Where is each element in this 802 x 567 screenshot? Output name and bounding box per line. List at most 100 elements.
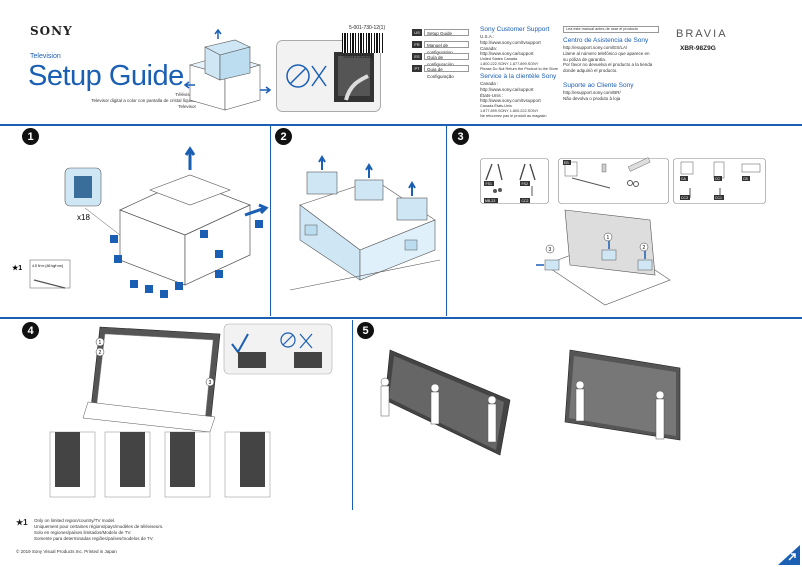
part-label: CA xyxy=(681,177,687,181)
page-title: Setup Guide xyxy=(28,60,184,92)
language-code: US xyxy=(412,29,422,36)
support-line: Por favor no devuelva el producto a la t… xyxy=(563,62,653,68)
support-link[interactable]: http://esupport.sony.com/ES/LA/ xyxy=(563,45,628,50)
callout: 3 xyxy=(209,380,212,386)
section-divider xyxy=(0,317,802,319)
footnote: Only on limited region/country/TV model.… xyxy=(34,518,163,542)
support-read-note: Lea este manual antes de usar el product… xyxy=(563,26,659,33)
support-heading: Service à la clientèle Sony xyxy=(480,73,557,80)
support-link[interactable]: http://esupport.sony.com/BR/ xyxy=(563,90,621,95)
callout: 2 xyxy=(99,350,102,356)
part-label: FS2 xyxy=(522,182,528,186)
barcode-number: 5001733120 xyxy=(343,54,374,60)
support-phone-header: United States Canada xyxy=(480,57,518,62)
part-label: MB-23 xyxy=(485,199,495,203)
callout: 2 xyxy=(643,245,646,251)
support-line: Canada : xyxy=(480,81,499,86)
support-line: Llame al número telefónico que aparece e… xyxy=(563,50,650,56)
step-4-illustration: 1 2 3 xyxy=(49,323,333,498)
support-link[interactable]: http://www.sony.com/tvsupport xyxy=(480,98,541,104)
support-line: États-Unis : xyxy=(480,92,504,98)
part-label: CC1 xyxy=(715,196,722,200)
callout: 1 xyxy=(607,235,610,241)
star-note: ★1 xyxy=(12,264,22,272)
support-note: Please Do Not Return the Product to the … xyxy=(480,67,559,72)
product-line: Televisor xyxy=(178,104,196,109)
product-line: Téléviseur xyxy=(175,92,196,97)
callout: 3 xyxy=(549,247,552,253)
part-label: CC xyxy=(715,177,721,181)
support-pt: Suporte ao Cliente Sony http://esupport.… xyxy=(563,82,659,102)
support-note: Ne retournez pas le produit au magasin xyxy=(480,114,547,119)
footnote-line: Somente para determinadas regiões/países… xyxy=(34,536,154,541)
step-2-number: 2 xyxy=(275,128,292,145)
copyright: © 2019 Sony Visual Products Inc. Printed… xyxy=(16,549,117,554)
support-heading: Suporte ao Cliente Sony xyxy=(563,82,634,89)
part-label: EB xyxy=(564,161,569,165)
step-3-parts-illustration: FS1 FS2 MB-23 CC2 EB CA CC CB CC3 CC1 xyxy=(480,157,766,204)
clip-count-label: x18 xyxy=(77,213,90,222)
callout: 1 xyxy=(99,340,102,346)
support-line: U.S.A.: xyxy=(480,34,495,39)
part-label: FS1 xyxy=(486,182,492,186)
language-code: FR xyxy=(412,41,422,48)
step-5-number: 5 xyxy=(357,322,374,339)
footnote-line: Only on limited region/country/TV model. xyxy=(34,518,116,523)
language-row: FR Manuel de configuration xyxy=(412,40,469,55)
support-link[interactable]: http://www.sony.ca/support xyxy=(480,86,534,92)
support-heading: Centro de Asistencia de Sony xyxy=(563,37,649,44)
footnote-marker: ★1 xyxy=(16,518,28,527)
language-label: Setup Guide xyxy=(424,29,469,36)
header-carton-illustration xyxy=(183,28,272,111)
support-fr: Service à la clientèle Sony Canada : htt… xyxy=(480,73,560,119)
language-label: Manuel de configuration xyxy=(424,41,469,55)
part-label: CC2 xyxy=(522,199,529,203)
column-divider xyxy=(352,320,353,510)
language-index: US Setup Guide FR Manuel de configuratio… xyxy=(412,28,469,79)
language-label: Guía de configuración xyxy=(424,53,469,67)
language-row: ES Guía de configuración xyxy=(412,52,469,67)
step-1-number: 1 xyxy=(22,128,39,145)
support-us: Sony Customer Support U.S.A.: http://www… xyxy=(480,26,560,72)
language-code: PT xyxy=(412,65,422,72)
sony-logo: SONY xyxy=(30,24,73,38)
language-row: PT Guia de Configuração xyxy=(412,64,469,79)
support-es: Lea este manual antes de usar el product… xyxy=(563,26,659,74)
product-line: Televisor digital a color con pantalla d… xyxy=(91,98,196,103)
barcode xyxy=(342,33,384,53)
support-phone: 1.800.222.SONY 1.877.899.SONY xyxy=(480,62,539,67)
footnote-line: Uniquement pour certaines régions/pays/m… xyxy=(34,524,164,529)
support-link[interactable]: http://www.sony.com/tvsupport xyxy=(480,39,541,45)
step-4-number: 4 xyxy=(22,322,39,339)
section-divider xyxy=(0,124,802,126)
support-line: Canada: xyxy=(480,45,498,51)
no-lift-warning-illustration xyxy=(276,40,381,112)
support-heading: Sony Customer Support xyxy=(480,26,550,33)
column-divider xyxy=(446,126,447,316)
support-phone: 1.877.899.SONY 1.800.222.SONY xyxy=(480,109,539,114)
product-category: Television xyxy=(30,53,61,60)
part-label: CB xyxy=(743,177,749,181)
support-link[interactable]: http://www.sony.ca/support xyxy=(480,51,534,57)
bravia-brand: BRAVIA xyxy=(676,28,728,40)
step-3-number: 3 xyxy=(452,128,469,145)
product-lines: Téléviseur Televisor digital a color con… xyxy=(60,92,196,110)
column-divider xyxy=(270,126,271,316)
document-number: 5-001-730-12(1) xyxy=(349,25,386,31)
screw-torque-label: 4.5 N·m {46 kgf·cm} xyxy=(32,264,64,268)
support-line: donde adquirió el producto. xyxy=(563,68,618,74)
support-phone-header: Canada États-Unis xyxy=(480,104,512,109)
page-turn-arrow-icon[interactable] xyxy=(778,545,800,565)
step-2-illustration xyxy=(289,155,441,291)
language-row: US Setup Guide xyxy=(412,28,469,37)
footnote-line: Solo en regiones/países limitados/Modelo… xyxy=(34,530,132,535)
support-line: Não devolva o produto à loja xyxy=(563,95,621,101)
support-line: su póliza de garantía. xyxy=(563,56,607,62)
model-number: XBR-98Z9G xyxy=(680,45,716,52)
step-1-illustration: x18 ★1 4.5 N·m {46 kgf·cm} xyxy=(12,146,269,298)
part-label: CC3 xyxy=(681,196,688,200)
language-code: ES xyxy=(412,53,422,60)
step-3-unpack-illustration: 1 2 3 xyxy=(536,209,671,306)
step-5-illustration xyxy=(380,349,681,456)
language-label: Guia de Configuração xyxy=(424,65,469,79)
